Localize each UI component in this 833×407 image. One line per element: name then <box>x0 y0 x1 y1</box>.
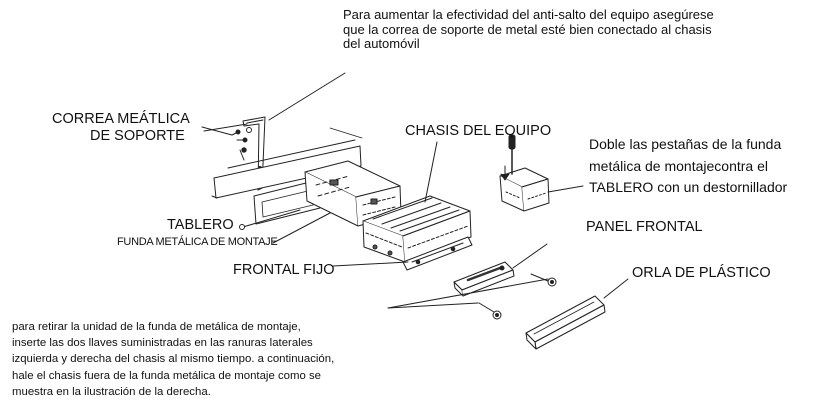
removal-instructions-line: hale el chasis fuera de la funda metálic… <box>12 369 321 382</box>
fixed-front-drawing <box>402 236 473 271</box>
label-support-strap-line1: CORREA MEÁTLICA <box>52 111 190 127</box>
removal-instructions: para retirar la unidad de la funda de me… <box>12 319 472 400</box>
label-mounting-sleeve: FUNDA METÁLICA DE MONTAJE <box>117 236 278 248</box>
label-support-strap-line2: DE SOPORTE <box>90 128 185 144</box>
bend-tabs-note-line: TABLERO con un destornillador <box>589 179 788 196</box>
label-unit-chassis: CHASIS DEL EQUIPO <box>405 123 552 139</box>
removal-instructions-line: muestra en la ilustración de la derecha. <box>12 385 211 398</box>
label-front-panel: PANEL FRONTAL <box>586 219 703 235</box>
leader-lines <box>201 72 629 309</box>
anti-skip-note: Para aumentar la efectividad del anti-sa… <box>343 7 714 52</box>
label-fixed-front: FRONTAL FIJO <box>233 262 335 278</box>
unit-chassis-drawing <box>362 195 472 263</box>
removal-instructions-line: izquierda y derecha del chasis al mismo … <box>12 353 335 366</box>
bend-tabs-note-line: metálica de montajecontra el <box>589 157 768 174</box>
removal-keys-drawing <box>478 273 557 320</box>
removal-instructions-line: inserte las dos llaves suministradas en … <box>12 337 313 350</box>
dashboard-drawing <box>211 127 363 225</box>
plastic-trim-drawing <box>525 295 606 350</box>
mounting-sleeve-drawing <box>304 160 402 227</box>
label-plastic-trim: ORLA DE PLÁSTICO <box>632 265 771 281</box>
bend-tabs-note: Doble las pestañas de la funda metálica … <box>589 134 787 199</box>
bend-tabs-detail-drawing <box>499 134 550 212</box>
label-dashboard: TABLERO <box>167 217 234 233</box>
removal-instructions-line: para retirar la unidad de la funda de me… <box>12 321 301 333</box>
front-panel-drawing <box>453 261 515 297</box>
bend-tabs-note-line: Doble las pestañas de la funda <box>589 136 782 152</box>
